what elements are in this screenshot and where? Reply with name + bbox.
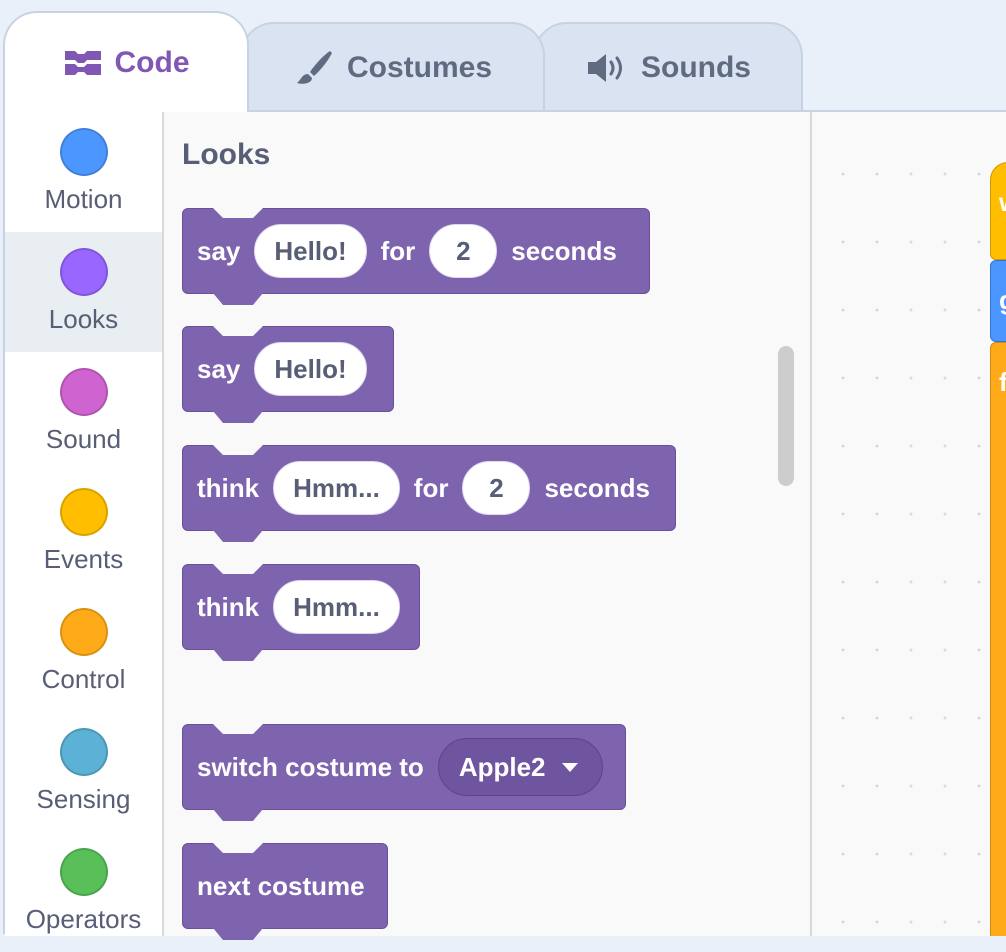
category-label: Events [43,544,124,574]
block-text: for [380,235,416,266]
block-text: seconds [544,472,650,503]
block-text: say [197,235,241,266]
category-label: Sensing [36,784,131,814]
block-say[interactable]: say Hello! [182,326,394,423]
costume-dropdown-value: Apple2 [458,751,546,782]
palette-scrollbar[interactable] [778,346,794,486]
caret-down-icon [561,762,578,772]
block-switch-costume[interactable]: switch costume to Apple2 [182,724,626,821]
workspace-events-block[interactable]: w [990,162,1006,260]
tab-costumes-label: Costumes [346,51,493,84]
message-input[interactable]: Hmm... [273,461,400,515]
operators-category-icon [59,848,108,896]
tab-code-label: Code [114,45,190,79]
seconds-input[interactable]: 2 [429,224,498,278]
motion-category-icon [59,128,108,176]
costume-dropdown[interactable]: Apple2 [437,738,603,796]
block-text: seconds [511,235,617,266]
block-think-for-secs[interactable]: think Hmm... for 2 seconds [182,445,676,542]
category-label: Looks [48,304,119,334]
category-sensing[interactable]: Sensing [5,712,162,832]
sensing-category-icon [59,728,108,776]
message-input[interactable]: Hello! [254,342,367,396]
category-label: Sound [45,424,122,454]
script-workspace[interactable]: w g f [812,112,1006,936]
block-palette: Looks say Hello! for 2 seconds say Hello… [164,112,812,940]
code-icon [63,48,103,78]
tab-code[interactable]: Code [3,11,249,112]
category-menu: Motion Looks Sound Events Control Sensin… [5,112,164,936]
block-text: switch costume to [197,751,424,782]
block-text: w [999,187,1006,218]
control-category-icon [59,608,108,656]
category-events[interactable]: Events [5,472,162,592]
block-say-for-secs[interactable]: say Hello! for 2 seconds [182,208,650,305]
category-looks[interactable]: Looks [5,232,162,352]
block-text: think [197,591,260,622]
block-text: for [413,472,449,503]
looks-category-icon [59,248,108,296]
code-editor: Motion Looks Sound Events Control Sensin… [3,110,1006,940]
block-next-costume[interactable]: next costume [182,843,388,940]
block-think[interactable]: think Hmm... [182,564,420,661]
message-input[interactable]: Hmm... [273,580,400,634]
category-sound[interactable]: Sound [5,352,162,472]
seconds-input[interactable]: 2 [462,461,531,515]
category-motion[interactable]: Motion [5,112,162,232]
category-label: Control [41,664,126,694]
category-label: Motion [44,184,123,214]
block-text: think [197,472,260,503]
message-input[interactable]: Hello! [254,224,367,278]
block-text: f [999,367,1006,397]
category-operators[interactable]: Operators [5,832,162,952]
workspace-motion-block[interactable]: g [990,260,1006,342]
block-text: say [197,353,241,384]
block-text: next costume [197,870,365,901]
block-text: g [999,285,1006,316]
category-control[interactable]: Control [5,592,162,712]
palette-section-title: Looks [182,138,271,171]
sound-category-icon [59,368,108,416]
workspace-control-block[interactable]: f [990,342,1006,936]
tab-costumes[interactable]: Costumes [240,22,545,112]
tab-sounds-label: Sounds [641,51,751,84]
tab-sounds[interactable]: Sounds [533,22,803,112]
speaker-icon [585,51,629,85]
brush-icon [293,47,335,89]
category-label: Operators [25,904,142,934]
events-category-icon [59,488,108,536]
